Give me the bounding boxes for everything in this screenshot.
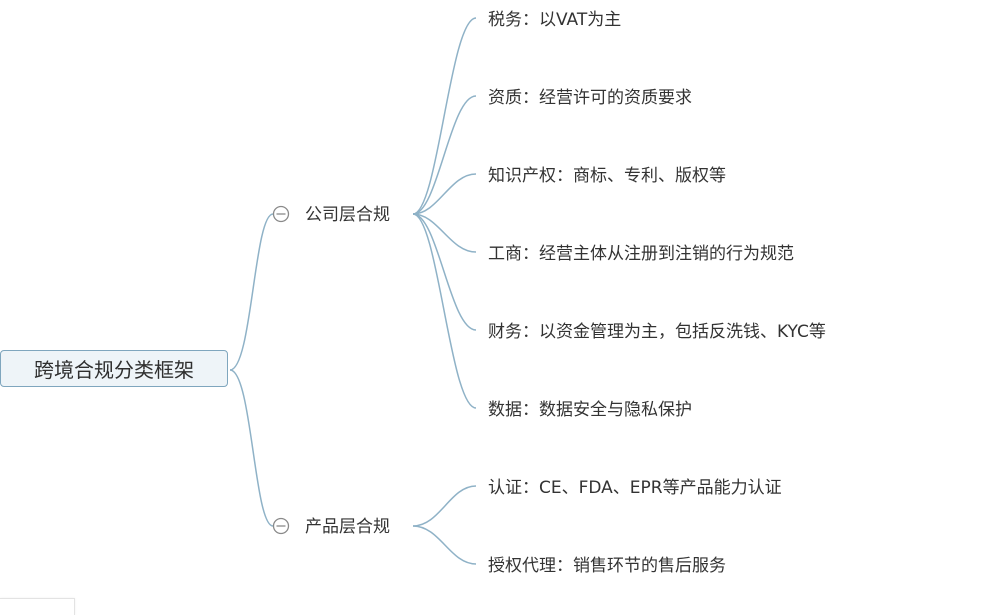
- subtopic-label: 资质：经营许可的资质要求: [488, 88, 692, 108]
- root-topic[interactable]: 跨境合规分类框架: [0, 350, 228, 387]
- corner-panel: [0, 598, 75, 615]
- connector-root-to-product: [229, 369, 274, 527]
- subtopic-label: 认证：CE、FDA、EPR等产品能力认证: [488, 478, 782, 498]
- connector-company-to-ip: [412, 173, 477, 215]
- subtopic-label: 数据：数据安全与隐私保护: [488, 400, 692, 420]
- subtopic-label: 工商：经营主体从注册到注销的行为规范: [488, 244, 794, 264]
- connector-root-to-company: [229, 213, 274, 371]
- subtopic-qualification[interactable]: 资质：经营许可的资质要求: [488, 86, 692, 110]
- subtopic-tax[interactable]: 税务：以VAT为主: [488, 8, 621, 32]
- branch-topic-product-compliance[interactable]: 产品层合规: [305, 515, 390, 539]
- subtopic-certification[interactable]: 认证：CE、FDA、EPR等产品能力认证: [488, 476, 782, 500]
- collapse-minus-icon[interactable]: [272, 517, 290, 535]
- subtopic-label: 授权代理：销售环节的售后服务: [488, 556, 726, 576]
- connector-company-to-qualification: [412, 95, 477, 215]
- connector-company-to-business: [412, 213, 477, 253]
- branch-topic-label: 产品层合规: [305, 517, 390, 537]
- branch-topic-label: 公司层合规: [305, 205, 390, 225]
- connector-product-to-agent: [412, 525, 477, 565]
- connector-company-to-tax: [412, 17, 477, 215]
- branch-topic-company-compliance[interactable]: 公司层合规: [305, 203, 390, 227]
- subtopic-label: 知识产权：商标、专利、版权等: [488, 166, 726, 186]
- subtopic-finance[interactable]: 财务：以资金管理为主，包括反洗钱、KYC等: [488, 320, 826, 344]
- subtopic-data[interactable]: 数据：数据安全与隐私保护: [488, 398, 692, 422]
- subtopic-authorized-agent[interactable]: 授权代理：销售环节的售后服务: [488, 554, 726, 578]
- connector-company-to-data: [412, 213, 477, 409]
- subtopic-label: 财务：以资金管理为主，包括反洗钱、KYC等: [488, 322, 826, 342]
- subtopic-intellectual-property[interactable]: 知识产权：商标、专利、版权等: [488, 164, 726, 188]
- collapse-minus-icon[interactable]: [272, 205, 290, 223]
- subtopic-business-registration[interactable]: 工商：经营主体从注册到注销的行为规范: [488, 242, 794, 266]
- subtopic-label: 税务：以VAT为主: [488, 10, 622, 30]
- root-topic-label: 跨境合规分类框架: [34, 358, 194, 382]
- connector-company-to-finance: [412, 213, 477, 331]
- connector-product-to-certification: [412, 485, 477, 527]
